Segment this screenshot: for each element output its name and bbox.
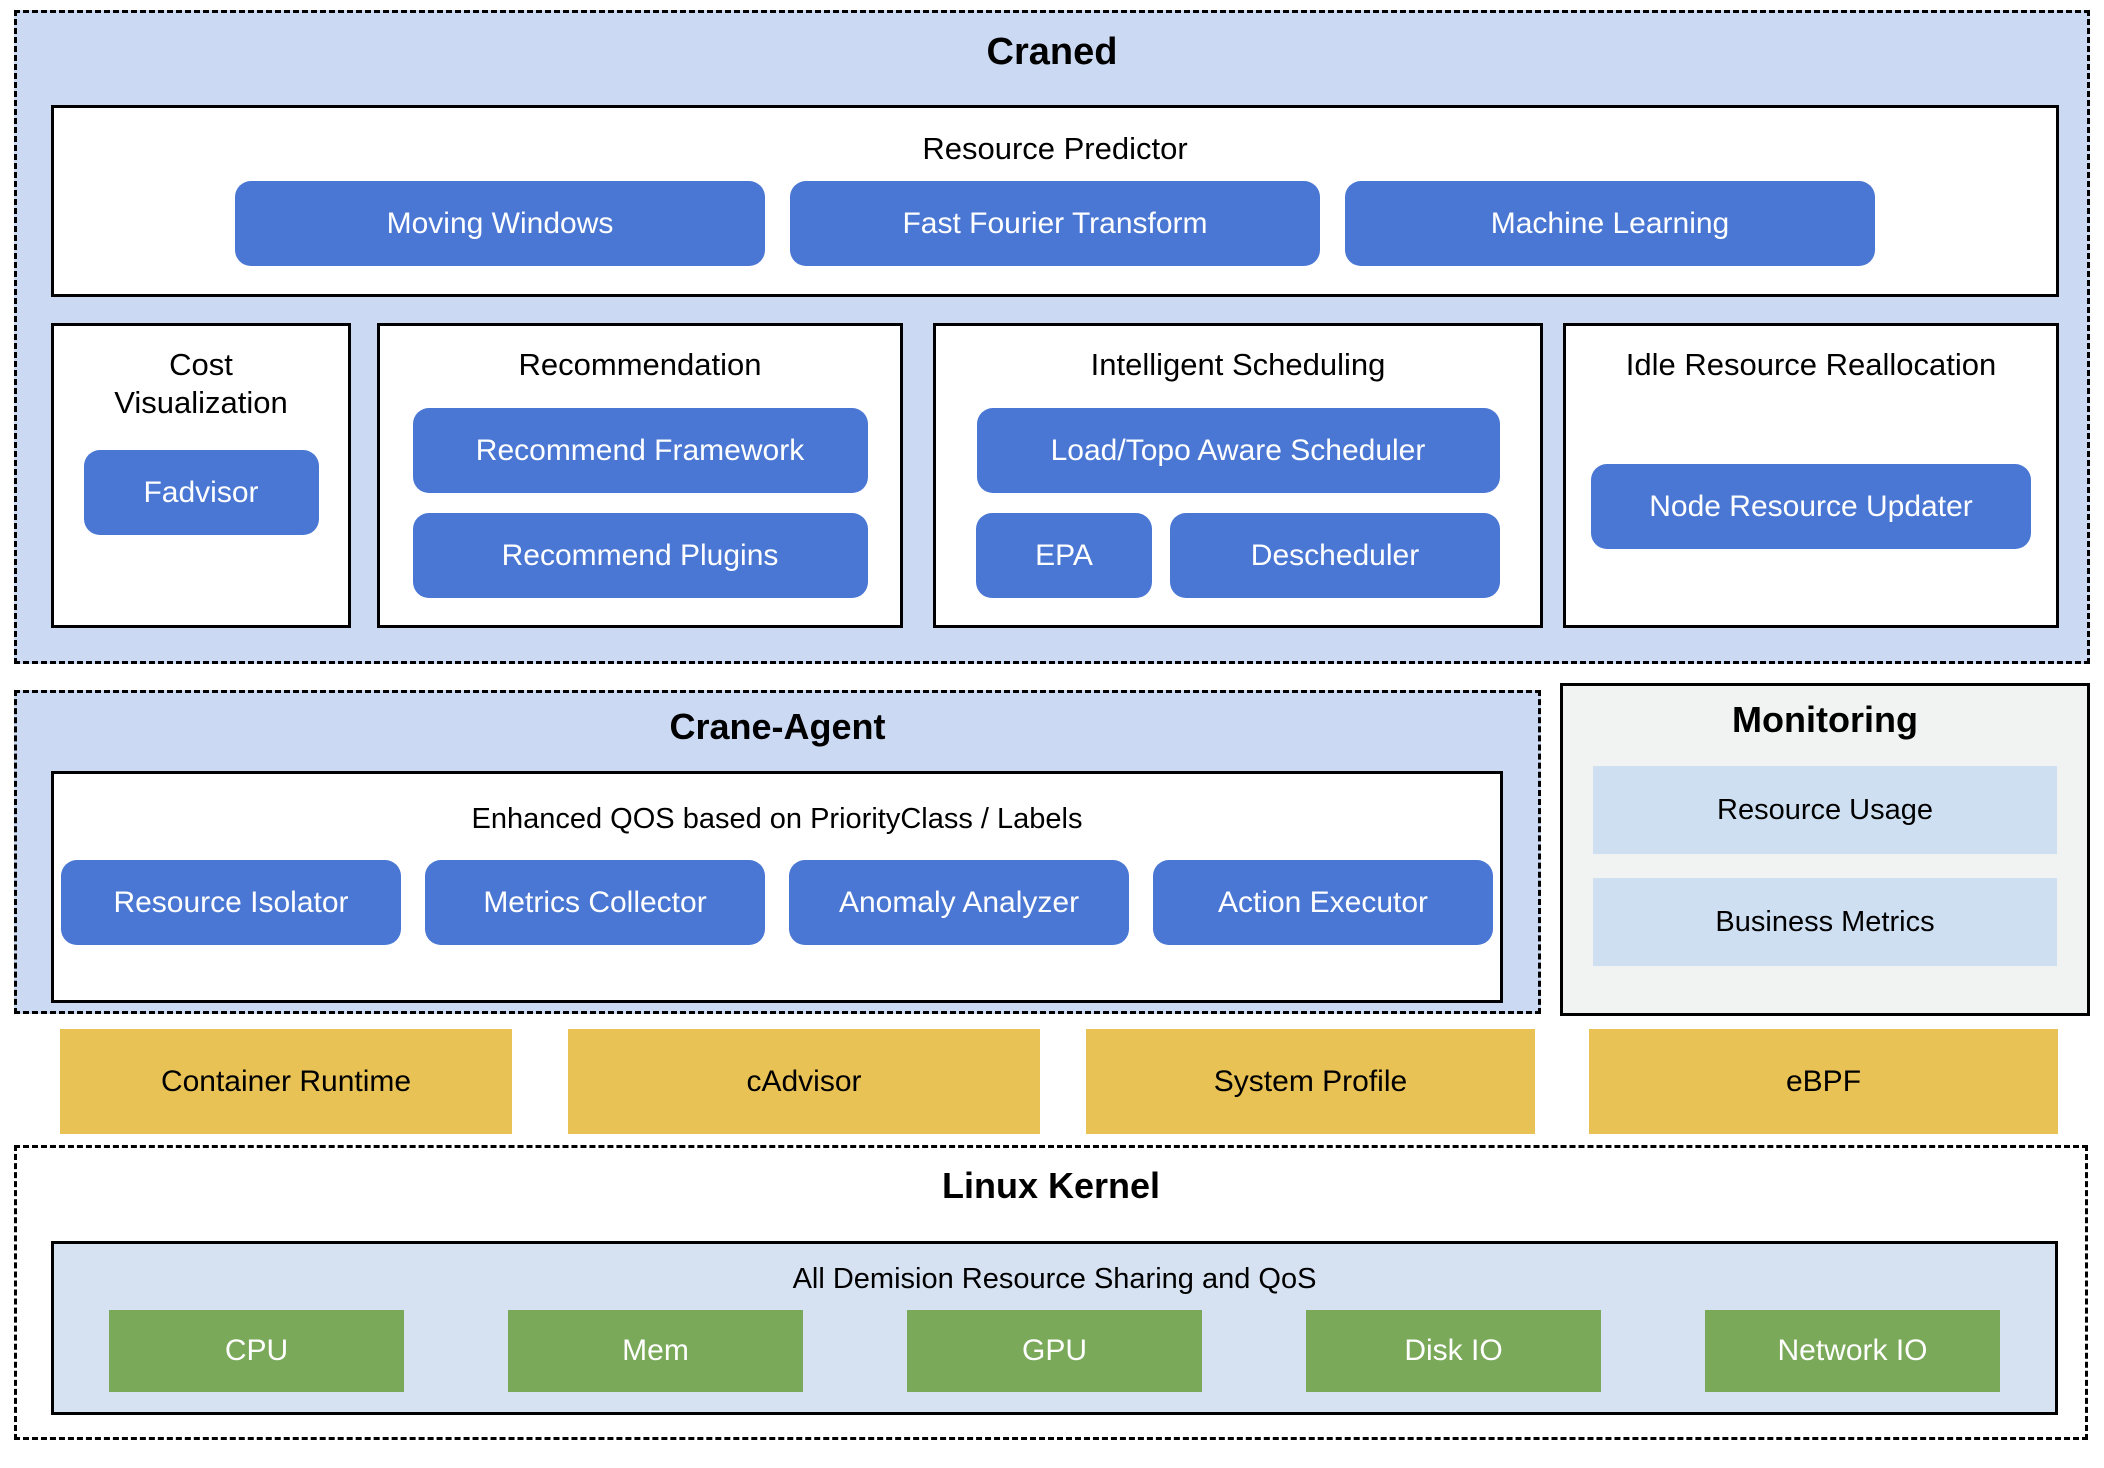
cost-visualization-box: Cost Visualization Fadvisor (51, 323, 351, 628)
enhanced-qos-box: Enhanced QOS based on PriorityClass / La… (51, 771, 1503, 1003)
kernel-resources-row: CPU Mem GPU Disk IO Network IO (54, 1310, 2055, 1392)
action-executor-pill: Action Executor (1153, 860, 1493, 945)
ebpf-bar: eBPF (1589, 1029, 2058, 1134)
recommendation-box: Recommendation Recommend Framework Recom… (377, 323, 903, 628)
cpu-box: CPU (109, 1310, 404, 1392)
qos-buttons: Resource Isolator Metrics Collector Anom… (54, 860, 1500, 945)
recommendation-title: Recommendation (518, 347, 762, 382)
metrics-collector-pill: Metrics Collector (425, 860, 765, 945)
epa-pill: EPA (976, 513, 1152, 598)
load-topo-aware-scheduler-pill: Load/Topo Aware Scheduler (976, 408, 1500, 493)
idle-resource-reallocation-box: Idle Resource Reallocation Node Resource… (1563, 323, 2059, 628)
system-profile-bar: System Profile (1086, 1029, 1535, 1134)
idle-resource-reallocation-title: Idle Resource Reallocation (1625, 347, 1997, 382)
fadvisor-pill: Fadvisor (83, 450, 319, 535)
descheduler-pill: Descheduler (1170, 513, 1500, 598)
craned-section: Craned Resource Predictor Moving Windows… (14, 10, 2090, 664)
resource-predictor-buttons: Moving Windows Fast Fourier Transform Ma… (54, 181, 2056, 266)
cadvisor-bar: cAdvisor (568, 1029, 1040, 1134)
crane-agent-title: Crane-Agent (669, 706, 886, 747)
cost-visualization-title: Cost Visualization (114, 347, 288, 420)
gpu-box: GPU (907, 1310, 1202, 1392)
monitoring-title: Monitoring (1732, 699, 1918, 740)
resource-predictor-box: Resource Predictor Moving Windows Fast F… (51, 105, 2059, 297)
network-io-box: Network IO (1705, 1310, 2000, 1392)
business-metrics-item: Business Metrics (1593, 878, 2057, 966)
resource-predictor-title: Resource Predictor (922, 131, 1188, 166)
resource-isolator-pill: Resource Isolator (61, 860, 401, 945)
resource-sharing-title: All Demision Resource Sharing and QoS (792, 1263, 1317, 1295)
crane-agent-section: Crane-Agent Enhanced QOS based on Priori… (14, 690, 1541, 1014)
moving-windows-pill: Moving Windows (235, 181, 765, 266)
anomaly-analyzer-pill: Anomaly Analyzer (789, 860, 1129, 945)
scheduling-sub-row: EPA Descheduler (976, 513, 1500, 598)
craned-title: Craned (986, 31, 1118, 73)
resource-usage-item: Resource Usage (1593, 766, 2057, 854)
disk-io-box: Disk IO (1306, 1310, 1601, 1392)
linux-kernel-section: Linux Kernel All Demision Resource Shari… (14, 1145, 2088, 1440)
intelligent-scheduling-title: Intelligent Scheduling (1090, 347, 1386, 382)
monitoring-panel: Monitoring Resource Usage Business Metri… (1560, 683, 2090, 1016)
recommend-plugins-pill: Recommend Plugins (412, 513, 868, 598)
container-runtime-bar: Container Runtime (60, 1029, 512, 1134)
linux-kernel-title: Linux Kernel (941, 1165, 1161, 1206)
fast-fourier-transform-pill: Fast Fourier Transform (790, 181, 1320, 266)
recommend-framework-pill: Recommend Framework (412, 408, 868, 493)
intelligent-scheduling-box: Intelligent Scheduling Load/Topo Aware S… (933, 323, 1543, 628)
resource-sharing-box: All Demision Resource Sharing and QoS CP… (51, 1241, 2058, 1415)
node-resource-updater-pill: Node Resource Updater (1591, 464, 2031, 549)
mem-box: Mem (508, 1310, 803, 1392)
enhanced-qos-title: Enhanced QOS based on PriorityClass / La… (471, 803, 1083, 835)
machine-learning-pill: Machine Learning (1345, 181, 1875, 266)
